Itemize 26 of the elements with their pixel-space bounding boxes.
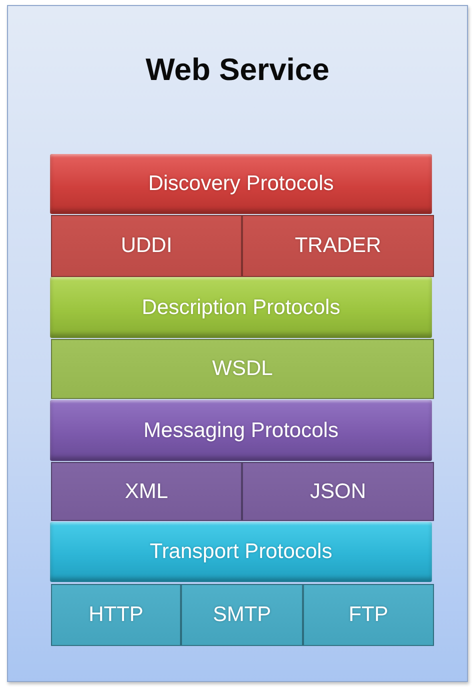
protocol-cell [303, 584, 434, 646]
protocol-layer-bar [50, 522, 432, 582]
protocol-cell [242, 462, 434, 521]
layer-title: Transport Protocols [150, 540, 332, 564]
protocol-layer-bar [50, 277, 432, 338]
protocol-name: JSON [310, 480, 366, 504]
layer-title: Description Protocols [142, 296, 340, 320]
protocol-name: TRADER [294, 234, 382, 258]
protocol-name: HTTP [88, 603, 144, 627]
protocol-cell [51, 584, 181, 646]
protocol-cell [51, 339, 434, 399]
protocol-layer-bar [50, 154, 432, 214]
layer-title: Discovery Protocols [148, 172, 334, 196]
service-panel [7, 5, 468, 682]
protocol-name: UDDI [120, 234, 172, 258]
protocol-cell [51, 215, 242, 277]
panel-title: Web Service [144, 52, 330, 88]
protocol-cell [181, 584, 303, 646]
protocol-cell [51, 462, 242, 521]
protocol-layer-bar [50, 400, 432, 461]
protocol-name: XML [124, 480, 168, 504]
protocol-name: FTP [348, 603, 388, 627]
layer-title: Messaging Protocols [144, 418, 338, 442]
protocol-name: WSDL [212, 357, 273, 381]
protocol-cell [242, 215, 434, 277]
protocol-name: SMTP [212, 603, 272, 627]
